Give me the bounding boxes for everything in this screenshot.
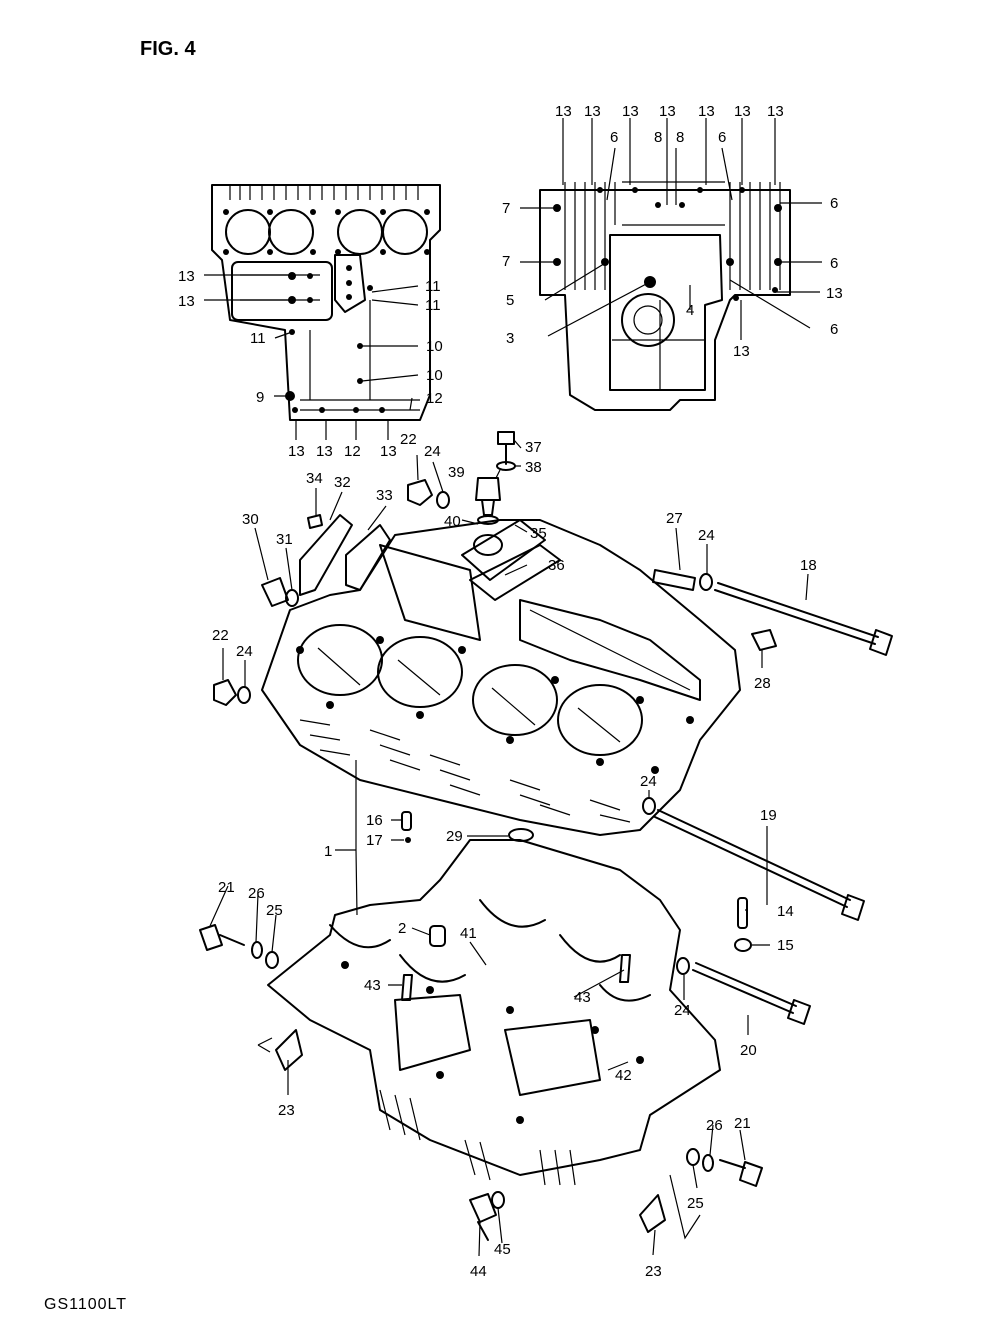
callout-13: 13 xyxy=(733,343,750,360)
callout-6: 6 xyxy=(830,321,838,338)
callout-11: 11 xyxy=(425,278,441,295)
callout-13: 13 xyxy=(178,293,195,310)
callout-16: 16 xyxy=(366,812,383,829)
callout-6: 6 xyxy=(830,255,838,272)
callout-33: 33 xyxy=(376,487,393,504)
callout-24: 24 xyxy=(424,443,441,460)
callout-23: 23 xyxy=(645,1263,662,1280)
callout-13: 13 xyxy=(380,443,397,460)
callout-25: 25 xyxy=(687,1195,704,1212)
lower-crankcase-inset xyxy=(539,181,791,411)
callout-20: 20 xyxy=(740,1042,757,1059)
callout-27: 27 xyxy=(666,510,683,527)
callout-19: 19 xyxy=(760,807,777,824)
callout-23: 23 xyxy=(278,1102,295,1119)
callout-14: 14 xyxy=(777,903,794,920)
callout-12: 12 xyxy=(426,390,443,407)
callout-43: 43 xyxy=(364,977,381,994)
callout-11: 11 xyxy=(250,330,266,347)
callout-13: 13 xyxy=(316,443,333,460)
callout-17: 17 xyxy=(366,832,383,849)
callout-6: 6 xyxy=(718,129,726,146)
callout-5: 5 xyxy=(506,292,514,309)
callout-labels: 13 13 13 13 13 13 13 6 8 8 6 7 6 7 6 5 1… xyxy=(178,103,843,1280)
callout-11: 11 xyxy=(425,297,441,314)
callout-35: 35 xyxy=(530,525,547,542)
callout-24: 24 xyxy=(640,773,657,790)
callout-6: 6 xyxy=(610,129,618,146)
callout-8: 8 xyxy=(654,129,662,146)
callout-7: 7 xyxy=(502,253,510,270)
callout-26: 26 xyxy=(248,885,265,902)
model-code: GS1100LT xyxy=(44,1296,128,1313)
callout-22: 22 xyxy=(400,431,417,448)
callout-10: 10 xyxy=(426,338,443,355)
callout-18: 18 xyxy=(800,557,817,574)
callout-45: 45 xyxy=(494,1241,511,1258)
callout-13: 13 xyxy=(734,103,751,120)
callout-22: 22 xyxy=(212,627,229,644)
callout-13: 13 xyxy=(584,103,601,120)
callout-13: 13 xyxy=(767,103,784,120)
callout-13: 13 xyxy=(826,285,843,302)
callout-41: 41 xyxy=(460,925,477,942)
callout-24: 24 xyxy=(698,527,715,544)
callout-43: 43 xyxy=(574,989,591,1006)
callout-37: 37 xyxy=(525,439,542,456)
callout-21: 21 xyxy=(734,1115,751,1132)
callout-13: 13 xyxy=(622,103,639,120)
callout-1: 1 xyxy=(324,843,332,860)
lower-crankcase xyxy=(267,839,721,1186)
callout-4: 4 xyxy=(686,302,694,319)
callout-13: 13 xyxy=(698,103,715,120)
callout-39: 39 xyxy=(448,464,465,481)
callout-40: 40 xyxy=(444,513,461,530)
callout-12: 12 xyxy=(344,443,361,460)
leader-lines xyxy=(204,118,822,1257)
callout-36: 36 xyxy=(548,557,565,574)
callout-9: 9 xyxy=(256,389,264,406)
callout-24: 24 xyxy=(674,1002,691,1019)
figure-title: FIG. 4 xyxy=(140,38,196,60)
callout-42: 42 xyxy=(615,1067,632,1084)
callout-3: 3 xyxy=(506,330,514,347)
callout-24: 24 xyxy=(236,643,253,660)
callout-13: 13 xyxy=(288,443,305,460)
upper-crankcase xyxy=(261,519,741,836)
callout-6: 6 xyxy=(830,195,838,212)
callout-34: 34 xyxy=(306,470,323,487)
upper-crankcase-inset xyxy=(211,184,441,421)
callout-2: 2 xyxy=(398,920,406,937)
callout-32: 32 xyxy=(334,474,351,491)
callout-15: 15 xyxy=(777,937,794,954)
callout-30: 30 xyxy=(242,511,259,528)
callout-31: 31 xyxy=(276,531,293,548)
callout-38: 38 xyxy=(525,459,542,476)
callout-28: 28 xyxy=(754,675,771,692)
callout-13: 13 xyxy=(555,103,572,120)
callout-13: 13 xyxy=(178,268,195,285)
hardware-parts xyxy=(199,431,893,1241)
callout-10: 10 xyxy=(426,367,443,384)
callout-26: 26 xyxy=(706,1117,723,1134)
callout-7: 7 xyxy=(502,200,510,217)
callout-13: 13 xyxy=(659,103,676,120)
callout-8: 8 xyxy=(676,129,684,146)
callout-21: 21 xyxy=(218,879,235,896)
callout-25: 25 xyxy=(266,902,283,919)
callout-29: 29 xyxy=(446,828,463,845)
callout-44: 44 xyxy=(470,1263,487,1280)
